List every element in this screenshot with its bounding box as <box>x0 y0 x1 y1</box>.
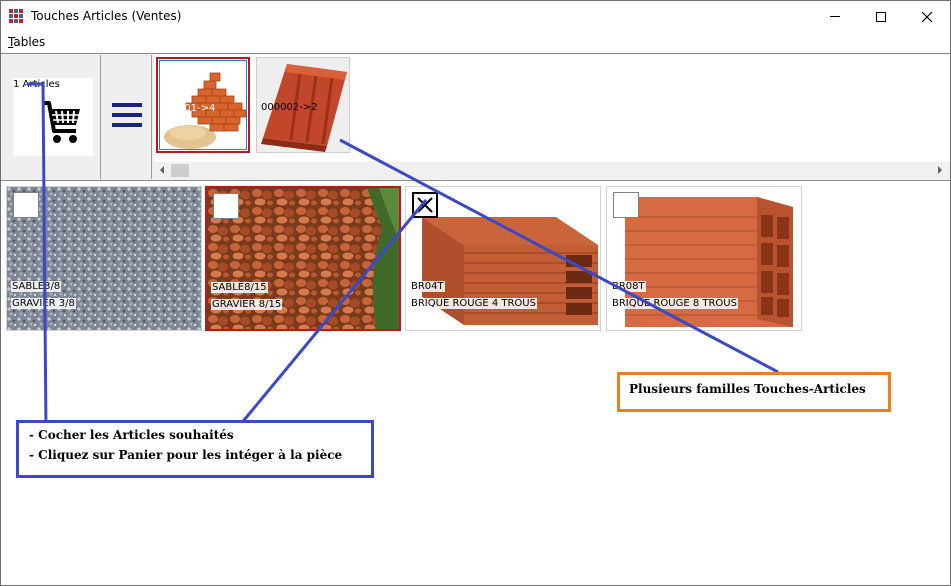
hamburger-menu-button[interactable] <box>102 55 152 179</box>
cart-count-label: 1 Articles <box>13 79 60 90</box>
article-checkbox[interactable] <box>13 192 39 218</box>
roof-tile-image <box>257 58 349 152</box>
annotation-step: - Cliquez sur Panier pour les intéger à … <box>29 448 343 462</box>
annotation-step: - Cocher les Articles souhaités <box>29 428 234 442</box>
minimize-icon <box>830 16 840 17</box>
article-checkbox[interactable] <box>412 192 438 218</box>
article-tile-sable8-15[interactable]: SABLE8/15 GRAVIER 8/15 <box>205 186 401 331</box>
scroll-right-arrow-icon[interactable] <box>938 166 942 174</box>
article-name: GRAVIER 8/15 <box>211 299 283 310</box>
article-tile-br04t[interactable]: BR04T BRIQUE ROUGE 4 TROUS <box>405 186 601 331</box>
app-grid-icon <box>9 9 25 23</box>
article-name: BRIQUE ROUGE 8 TROUS <box>611 298 738 309</box>
cart-panel: 1 Articles <box>3 55 101 179</box>
window-title: Touches Articles (Ventes) <box>31 9 182 23</box>
scroll-thumb[interactable] <box>171 164 189 177</box>
family-tile-000002[interactable]: 000002->2 <box>256 57 350 153</box>
family-tile-001[interactable]: 001->4 <box>156 57 250 153</box>
article-name: GRAVIER 3/8 <box>11 298 76 309</box>
article-tile-sable3-8[interactable]: SABLE3/8 GRAVIER 3/8 <box>6 186 202 331</box>
family-label: 000002->2 <box>261 102 318 113</box>
shopping-cart-icon[interactable] <box>40 97 82 151</box>
close-button[interactable] <box>904 1 950 32</box>
close-icon <box>921 11 933 22</box>
article-tile-br08t[interactable]: BR08T BRIQUE ROUGE 8 TROUS <box>606 186 802 331</box>
menu-item-tables[interactable]: Tables <box>8 35 45 49</box>
families-toolbar: 1 Articles <box>1 53 950 181</box>
families-horizontal-scrollbar[interactable] <box>154 162 950 179</box>
article-code: BR04T <box>410 281 445 292</box>
maximize-icon <box>876 11 886 22</box>
menu-bar: Tables <box>1 32 950 52</box>
check-cross-icon <box>417 197 433 213</box>
families-list: 001->4 000002->2 <box>154 55 950 163</box>
scroll-left-arrow-icon[interactable] <box>160 166 164 174</box>
annotation-families-note: Plusieurs familles Touches-Articles <box>617 372 891 412</box>
title-bar[interactable]: Touches Articles (Ventes) <box>1 1 950 32</box>
family-label: 001->4 <box>178 103 216 114</box>
bricks-sand-image <box>158 59 248 151</box>
hamburger-icon <box>112 103 142 127</box>
annotation-steps-note: - Cocher les Articles souhaités - Clique… <box>16 420 374 478</box>
article-code: BR08T <box>611 281 646 292</box>
article-name: BRIQUE ROUGE 4 TROUS <box>410 298 537 309</box>
maximize-button[interactable] <box>858 1 904 32</box>
minimize-button[interactable] <box>812 1 858 32</box>
menu-item-label: ables <box>13 35 46 49</box>
menu-item-accelerator: T <box>8 35 14 49</box>
article-code: SABLE8/15 <box>211 282 268 293</box>
article-checkbox[interactable] <box>613 192 639 218</box>
article-code: SABLE3/8 <box>11 281 62 292</box>
article-checkbox[interactable] <box>213 193 239 219</box>
